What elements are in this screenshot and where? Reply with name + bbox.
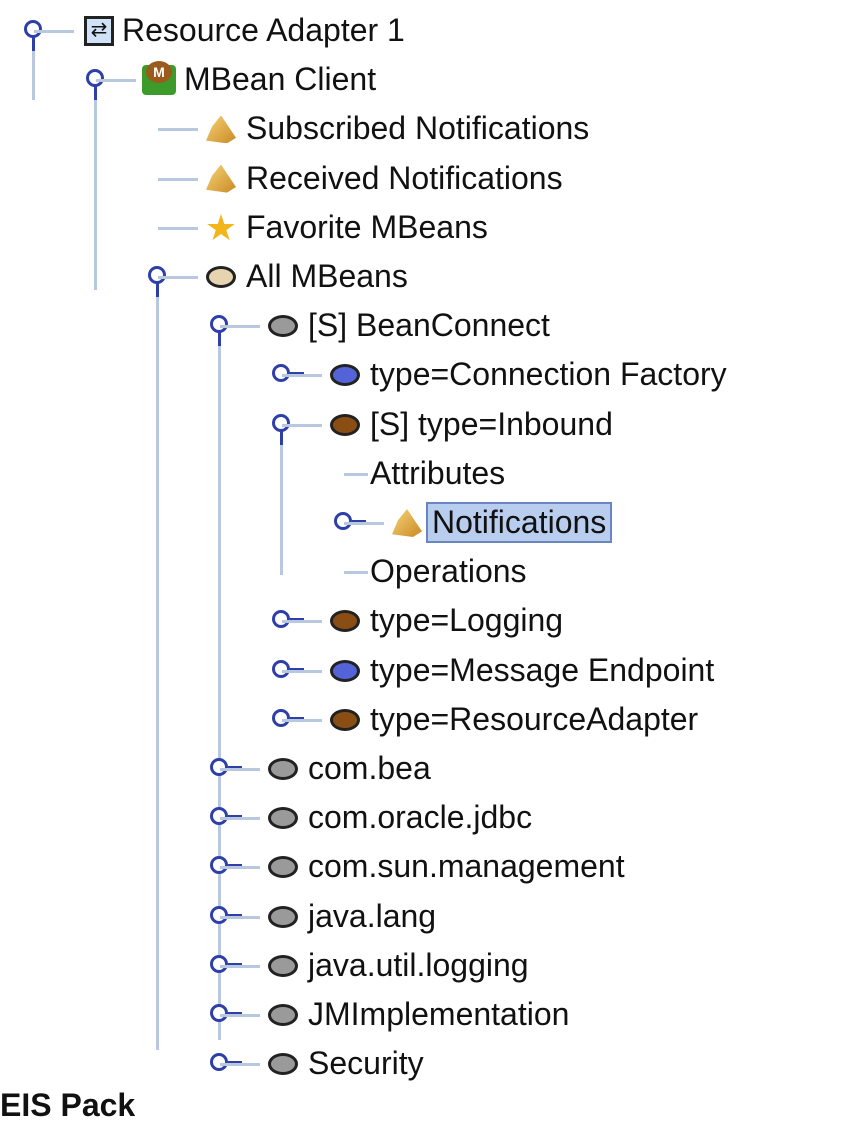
tree-guide-line: [94, 90, 97, 290]
star-icon: ★: [204, 206, 238, 248]
tree-node-label: JMImplementation: [308, 996, 570, 1032]
tree-node-label: type=Message Endpoint: [370, 651, 715, 688]
mbean-icon: [266, 1047, 300, 1081]
tree-guide-line: [156, 290, 159, 1050]
tree-node-label: Notifications: [426, 502, 613, 543]
resource-adapter-icon: ⇄: [82, 14, 116, 48]
tree-node-label: type=Connection Factory: [370, 356, 727, 393]
mbean-icon: [328, 703, 362, 737]
collapsed-handle-icon[interactable]: [272, 659, 304, 678]
tree-connector: [158, 177, 198, 181]
tree-connector: [158, 226, 198, 230]
collapsed-handle-icon[interactable]: [334, 512, 366, 530]
tree-node-label: [S] type=Inbound: [370, 405, 613, 442]
tree-connector: [220, 964, 260, 968]
tree-connector: [282, 718, 322, 722]
tree-connector: [220, 915, 260, 919]
tree-connector: [220, 817, 260, 821]
mbean-icon: [266, 900, 300, 934]
tree-node-label: Attributes: [370, 454, 506, 491]
tree-guide-line: [32, 40, 35, 100]
mbean-client-icon: [142, 61, 176, 97]
tree-connector: [96, 79, 136, 83]
tree-node-label: Received Notifications: [246, 159, 563, 196]
tree-connector: [220, 325, 260, 329]
collapsed-handle-icon[interactable]: [210, 1053, 242, 1072]
tree-connector: [344, 472, 368, 476]
mbean-icon: [328, 654, 362, 688]
tree-node-label: type=Logging: [370, 602, 564, 639]
expanded-handle-icon[interactable]: [148, 266, 166, 297]
tree-connector: [158, 128, 198, 132]
collapsed-handle-icon[interactable]: [210, 856, 242, 875]
mbean-icon: [266, 998, 300, 1032]
mbean-icon: [266, 949, 300, 983]
tree-connector: [220, 866, 260, 870]
tree-node-label: Subscribed Notifications: [246, 110, 590, 147]
tree-connector: [220, 1014, 260, 1017]
expanded-handle-icon[interactable]: [86, 69, 104, 101]
collapsed-handle-icon[interactable]: [210, 758, 242, 776]
collapsed-handle-icon[interactable]: [210, 1004, 242, 1022]
expanded-handle-icon[interactable]: [272, 413, 290, 445]
tree-connector: [158, 276, 198, 279]
tree-connector: [34, 30, 74, 33]
tree-connector: [282, 669, 322, 673]
tree-node-label: type=ResourceAdapter: [370, 700, 699, 737]
tree-connector: [282, 374, 322, 378]
tree-connector: [282, 423, 322, 427]
tree-guide-line: [218, 340, 221, 1040]
tree-node-label: Security: [308, 1045, 424, 1082]
expanded-handle-icon[interactable]: [24, 20, 42, 51]
tree-connector: [220, 768, 260, 771]
notification-bell-icon: [390, 506, 424, 540]
next-tree-root-label[interactable]: EIS Pack: [0, 1086, 136, 1123]
mbean-icon: [204, 260, 238, 294]
mbean-icon: [328, 604, 362, 638]
tree-node-label: MBean Client: [184, 61, 377, 98]
collapsed-handle-icon[interactable]: [272, 610, 304, 629]
tree-node-label: Favorite MBeans: [246, 208, 488, 245]
mbean-icon: [266, 850, 300, 884]
tree-connector: [220, 1063, 260, 1067]
mbean-icon: [328, 358, 362, 392]
tree-node-label: com.sun.management: [308, 848, 625, 885]
notification-bell-icon: [204, 162, 238, 196]
notification-bell-icon: [204, 112, 238, 146]
tree-node-label: java.util.logging: [308, 946, 529, 983]
tree-connector: [344, 571, 368, 575]
collapsed-handle-icon[interactable]: [210, 954, 242, 973]
tree-connector: [282, 620, 322, 624]
expanded-handle-icon[interactable]: [210, 315, 228, 347]
mbean-icon: [266, 309, 300, 343]
collapsed-handle-icon[interactable]: [210, 807, 242, 826]
mbean-icon: [328, 408, 362, 442]
tree-node-label: java.lang: [308, 897, 437, 934]
tree-node-label: com.bea: [308, 750, 431, 786]
mbean-icon: [266, 752, 300, 786]
tree-node-label: Operations: [370, 553, 527, 590]
collapsed-handle-icon[interactable]: [272, 708, 304, 727]
tree-node-label: com.oracle.jdbc: [308, 799, 533, 836]
mbean-icon: [266, 801, 300, 835]
collapsed-handle-icon[interactable]: [210, 905, 242, 924]
tree-node-label: Resource Adapter 1: [122, 12, 405, 48]
tree-node-label: [S] BeanConnect: [308, 307, 550, 344]
tree-node-label: All MBeans: [246, 258, 408, 294]
tree-guide-line: [280, 435, 283, 575]
tree-connector: [344, 522, 384, 525]
collapsed-handle-icon[interactable]: [272, 364, 304, 383]
